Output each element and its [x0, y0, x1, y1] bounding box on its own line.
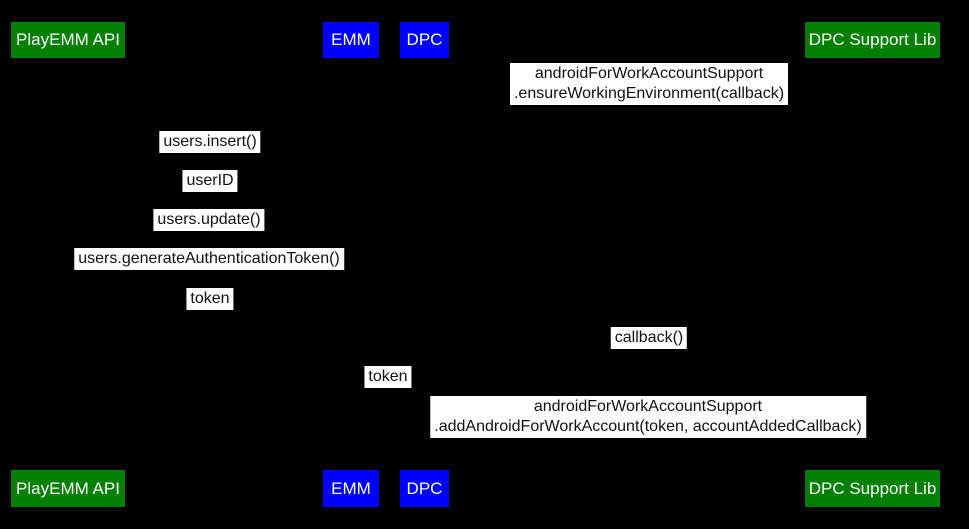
message-line: androidForWorkAccountSupport	[534, 65, 764, 82]
message-generate-authentication-token: users.generateAuthenticationToken()	[74, 248, 344, 270]
message-line: androidForWorkAccountSupport	[533, 398, 763, 415]
message-users-update: users.update()	[153, 209, 265, 231]
message-ensure-working-environment: androidForWorkAccountSupport .ensureWork…	[509, 63, 789, 105]
message-users-insert: users.insert()	[159, 131, 261, 153]
actor-emm-top: EMM	[323, 22, 379, 58]
message-line: .ensureWorkingEnvironment(callback)	[513, 85, 785, 102]
message-token-forward: token	[364, 366, 412, 388]
message-userid: userID	[182, 170, 238, 192]
actor-playemm-api-top: PlayEMM API	[11, 22, 125, 58]
message-callback: callback()	[610, 327, 688, 349]
message-add-android-for-work-account: androidForWorkAccountSupport .addAndroid…	[430, 396, 866, 438]
actor-emm-bottom: EMM	[323, 470, 379, 507]
actor-playemm-api-bottom: PlayEMM API	[11, 470, 125, 507]
actor-dpc-support-lib-bottom: DPC Support Lib	[805, 470, 940, 507]
actor-dpc-support-lib-top: DPC Support Lib	[805, 22, 940, 58]
message-line: .addAndroidForWorkAccount(token, account…	[434, 418, 862, 435]
message-token-return: token	[186, 288, 234, 310]
actor-dpc-bottom: DPC	[400, 470, 449, 507]
actor-dpc-top: DPC	[400, 22, 449, 58]
